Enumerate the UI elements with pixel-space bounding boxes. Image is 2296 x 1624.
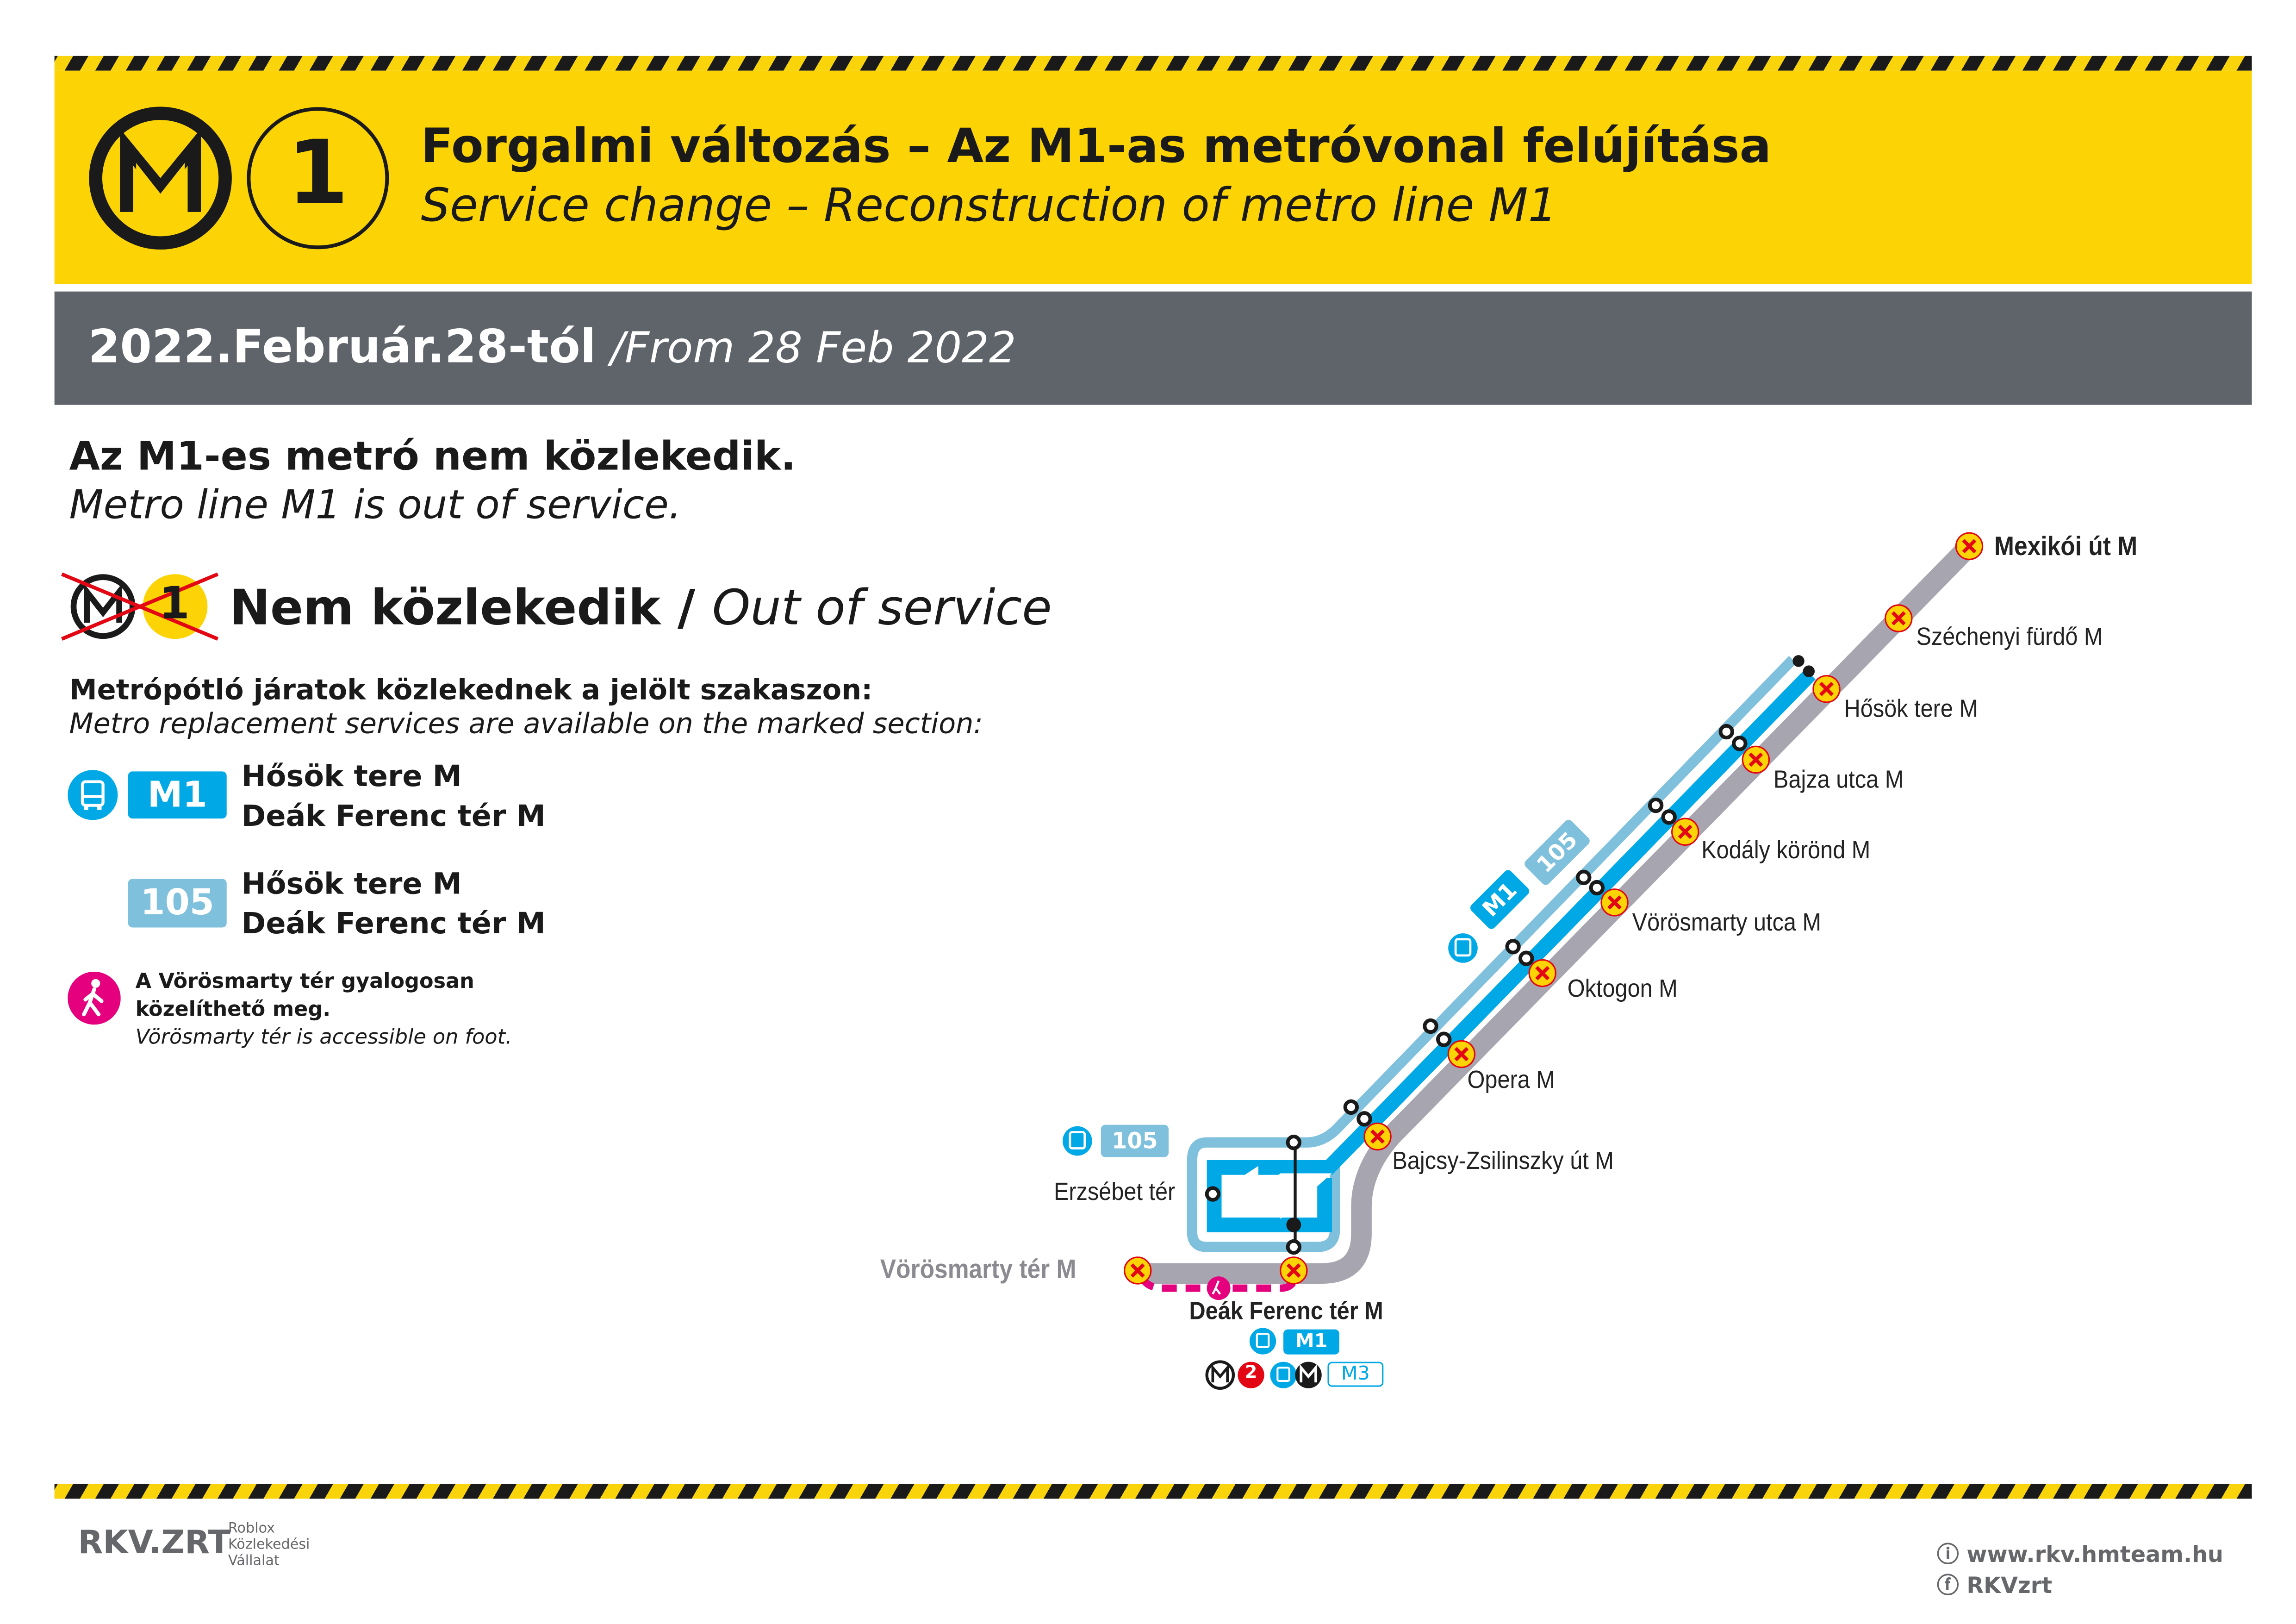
website-row[interactable]: ⓘ www.rkv.hmteam.hu <box>1937 1540 2223 1571</box>
hazard-stripe-bottom <box>54 1484 2252 1499</box>
separator: / <box>660 578 712 636</box>
walk-line2: közelíthető meg. <box>135 998 331 1022</box>
station-kodaly: Kodály körönd M <box>1701 836 1871 864</box>
route-badge-105: 105 <box>128 879 227 928</box>
station-szechenyi: Széchenyi fürdő M <box>1916 623 2103 651</box>
facebook-row[interactable]: ⓕ RKVzrt <box>1937 1571 2223 1602</box>
crossed-line-number: 1 <box>159 578 190 631</box>
deak-metro-2: 2 <box>1244 1362 1257 1383</box>
notice-heading-hu: Az M1-es metró nem közlekedik. <box>69 434 796 480</box>
walk-icon <box>1207 1276 1231 1300</box>
deak-bus-m3: M3 <box>1327 1362 1384 1387</box>
title-en: Service change – Reconstruction of metro… <box>421 179 1557 233</box>
stop-to: Deák Ferenc tér M <box>241 798 546 833</box>
logo-sub-1: Roblox <box>228 1521 275 1537</box>
effective-date: 2022.Február.28-tól /From 28 Feb 2022 <box>88 321 1016 374</box>
walk-note: A Vörösmarty tér gyalogosan közelíthető m… <box>136 969 512 1053</box>
erzsebet-bus-icon <box>1063 1126 1092 1156</box>
route-105-line <box>1187 656 1797 1252</box>
bus-stops <box>1205 724 1748 1255</box>
hazard-stripe-top <box>54 56 2252 71</box>
deak-transfer-icons <box>1205 1328 1322 1390</box>
closed-m1-line <box>1138 539 1977 1284</box>
crossed-metro-icon <box>61 572 219 641</box>
date-bar <box>54 291 2252 405</box>
title-hu: Forgalmi változás – Az M1-as metróvonal … <box>421 118 1772 174</box>
website-link[interactable]: www.rkv.hmteam.hu <box>1966 1541 2224 1568</box>
station-opera: Opera M <box>1467 1066 1555 1094</box>
facebook-link[interactable]: RKVzrt <box>1966 1572 2053 1599</box>
station-hosok: Hősök tere M <box>1844 695 1979 723</box>
erzsebet-route-105: 105 <box>1101 1124 1169 1157</box>
replacement-en: Metro replacement services are available… <box>69 708 983 741</box>
rkv-logo: RKV.ZRT <box>78 1525 230 1562</box>
line-number-badge: 1 <box>287 122 349 225</box>
closed-station-markers <box>1124 532 1984 1285</box>
replacement-hu: Metrópótló járatok közlekednek a jelölt … <box>69 674 873 707</box>
logo-sub-2: Közlekedési <box>228 1537 310 1554</box>
header-band <box>54 70 2252 284</box>
stop-erzsebet-ter: Erzsébet tér <box>1053 1178 1176 1206</box>
stop-from: Hősök tere M <box>241 865 462 901</box>
map-bus-icon <box>1448 933 1478 963</box>
walk-line1: A Vörösmarty tér gyalogosan <box>135 970 474 994</box>
notice-heading-en: Metro line M1 is out of service. <box>69 483 682 529</box>
date-hu: 2022.Február.28-tól <box>88 321 596 374</box>
station-vorosmarty-ter: Vörösmarty tér M <box>880 1254 1076 1284</box>
service-m1-stops: Hősök tere M Deák Ferenc tér M <box>242 757 546 837</box>
service-105-stops: Hősök tere M Deák Ferenc tér M <box>242 864 546 944</box>
bus-icon <box>68 770 118 820</box>
facebook-icon: ⓕ <box>1937 1572 1959 1599</box>
stop-from: Hősök tere M <box>241 758 462 794</box>
station-deak: Deák Ferenc tér M <box>1189 1297 1383 1325</box>
station-oktogon: Oktogon M <box>1567 974 1678 1003</box>
loop-gap <box>1229 1166 1332 1219</box>
out-en: Out of service <box>712 578 1052 636</box>
pedestrian-icon <box>68 971 121 1025</box>
stop-to: Deák Ferenc tér M <box>241 905 546 941</box>
info-icon: ⓘ <box>1937 1541 1959 1568</box>
walk-line-en: Vörösmarty tér is accessible on foot. <box>135 1026 512 1050</box>
station-vorosmarty-utca: Vörösmarty utca M <box>1632 908 1822 937</box>
logo-sub-3: Vállalat <box>228 1553 280 1569</box>
route-badge-m1: M1 <box>128 771 227 819</box>
date-en: /From 28 Feb 2022 <box>610 322 1016 373</box>
station-mexikoi: Mexikói út M <box>1994 531 2138 561</box>
contact-info: ⓘ www.rkv.hmteam.hu ⓕ RKVzrt <box>1937 1540 2223 1602</box>
out-of-service-label: Nem közlekedik / Out of service <box>230 579 1052 636</box>
station-bajcsy: Bajcsy-Zsilinszky út M <box>1392 1147 1614 1175</box>
station-bajza: Bajza utca M <box>1773 765 1904 794</box>
deak-bus-m1: M1 <box>1283 1329 1339 1355</box>
out-hu: Nem közlekedik <box>230 578 661 636</box>
metro-logo-icon <box>89 106 389 250</box>
